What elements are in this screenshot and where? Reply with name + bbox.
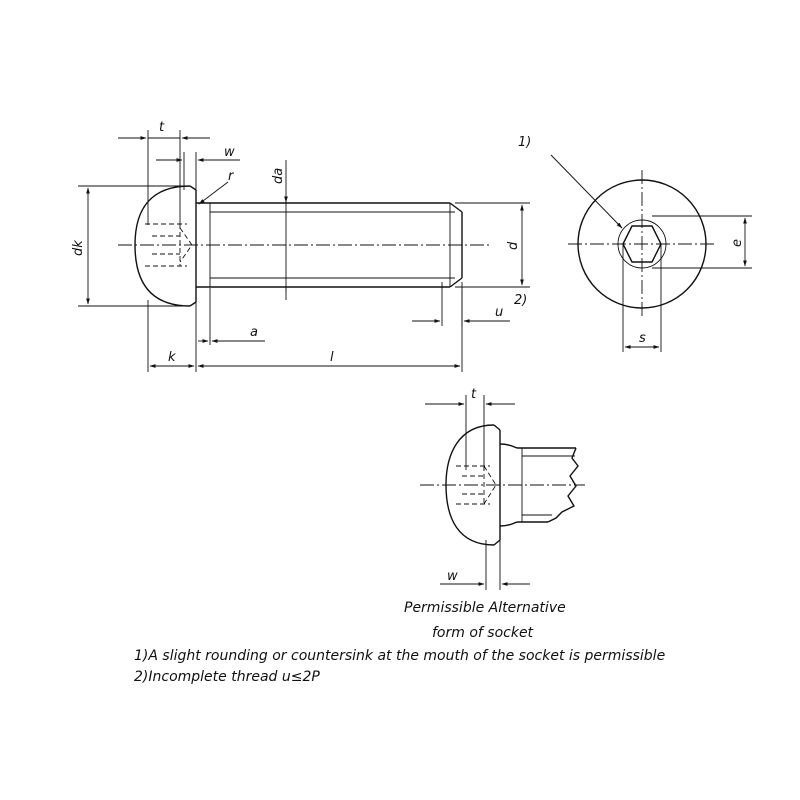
note-1: 1)A slight rounding or countersink at th… — [134, 648, 665, 664]
label-alt-t: t — [471, 387, 477, 402]
alternative-socket-view: t w — [420, 387, 585, 590]
label-w: w — [224, 145, 235, 160]
d-dimension — [455, 202, 530, 288]
side-view: t w r da dk d 2) u a k l — [71, 120, 530, 372]
label-d: d — [506, 241, 521, 250]
t-dimension — [118, 130, 210, 225]
threaded-shank — [196, 196, 463, 292]
k-l-dimensions — [147, 290, 463, 372]
label-k: k — [168, 350, 176, 365]
label-da: da — [271, 168, 286, 184]
label-note-2-ref: 2) — [514, 293, 527, 308]
w-dimension — [156, 152, 240, 190]
label-a: a — [250, 325, 258, 340]
alt-caption-line-1: Permissible Alternative — [404, 600, 566, 616]
label-l: l — [330, 350, 334, 365]
a-dimension — [198, 288, 265, 345]
alt-caption-line-2: form of socket — [432, 625, 534, 641]
label-s: s — [639, 331, 646, 346]
note-2: 2)Incomplete thread u≤2P — [134, 669, 320, 685]
button-head — [134, 185, 191, 307]
label-u: u — [495, 305, 503, 320]
label-dk: dk — [71, 240, 86, 256]
dk-dimension — [78, 185, 190, 307]
end-view: 1) e s — [518, 135, 752, 352]
label-alt-w: w — [447, 569, 458, 584]
label-e: e — [730, 239, 745, 247]
label-note-1-ref: 1) — [518, 135, 531, 150]
label-r: r — [228, 169, 235, 184]
label-t: t — [159, 120, 165, 135]
